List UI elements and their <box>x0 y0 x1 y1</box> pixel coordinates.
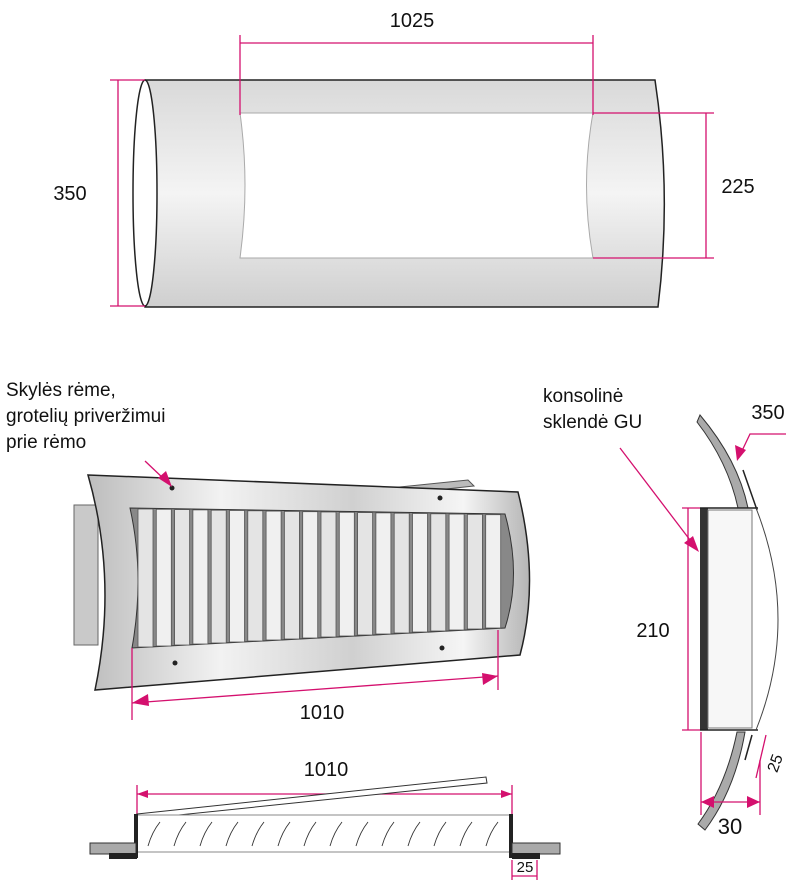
louver-blade <box>137 508 154 648</box>
louver-blade <box>320 511 337 638</box>
slat <box>433 821 447 847</box>
louver-blade <box>283 510 300 640</box>
louver-blade <box>155 508 172 647</box>
dim-line-1010 <box>131 675 499 704</box>
dim-label-section-flange: 25 <box>517 859 534 876</box>
louver-blade <box>229 510 245 643</box>
louver-blade <box>210 509 227 644</box>
damper-frame-wall <box>700 508 708 730</box>
louver-blade <box>192 509 209 645</box>
grille-view: Skylės rėme, grotelių priveržimui prie r… <box>6 380 531 724</box>
louver-blade <box>430 513 447 632</box>
duct-opening <box>239 112 594 259</box>
louver-blade <box>302 511 319 639</box>
dim-label-radius: 350 <box>751 402 784 424</box>
louver-blade <box>393 512 410 634</box>
louver-blade <box>466 514 483 630</box>
dim-label-grille-width: 1010 <box>300 702 345 724</box>
louver-blade <box>448 513 465 631</box>
damper-note: konsolinė sklendė GU <box>543 386 642 433</box>
mounting-hole <box>169 485 175 491</box>
louver-blade <box>412 513 428 633</box>
dim-label-opening: 225 <box>721 176 754 198</box>
slat <box>329 821 343 847</box>
left-flange <box>89 842 137 855</box>
louver-blade <box>485 514 502 629</box>
slat <box>459 821 473 847</box>
grille-back-box <box>73 504 99 646</box>
louver-blade <box>247 510 264 642</box>
louvers <box>137 508 502 648</box>
right-flange <box>511 842 561 855</box>
upper-flange <box>696 414 749 509</box>
duct-end <box>132 79 158 307</box>
slat <box>407 821 421 847</box>
damper-body <box>707 509 753 729</box>
dim-label-side-height: 210 <box>636 620 669 642</box>
mounting-hole <box>437 495 443 501</box>
slat <box>199 821 213 847</box>
mounting-hole <box>172 660 178 666</box>
slat <box>355 821 369 847</box>
louver-blade <box>357 512 374 636</box>
louver-blade <box>174 509 191 646</box>
dim-label-section-width: 1010 <box>304 759 349 781</box>
leader-line <box>619 447 691 541</box>
slat <box>277 821 291 847</box>
slat <box>303 821 317 847</box>
arrow-head <box>158 471 172 487</box>
dim-line-25 <box>755 734 767 779</box>
louver-blade <box>265 510 282 641</box>
section-slats <box>147 821 499 847</box>
slat <box>147 821 161 847</box>
duct-curve <box>755 507 779 731</box>
mounting-hole <box>439 645 445 651</box>
dim-label-flange: 25 <box>765 752 787 775</box>
section-view: 1010 25 <box>89 759 561 880</box>
duct-top-view: 1025 350 225 <box>53 10 755 308</box>
slat <box>251 821 265 847</box>
dim-label-depth: 30 <box>718 814 742 839</box>
section-body <box>136 814 513 853</box>
slat <box>485 821 499 847</box>
lower-flange <box>697 731 746 831</box>
damper-blade-open <box>136 776 488 820</box>
side-view: konsolinė sklendė GU 350 210 30 25 <box>543 386 787 839</box>
slat <box>225 821 239 847</box>
grille-note: Skylės rėme, grotelių priveržimui prie r… <box>6 380 171 453</box>
slat <box>381 821 395 847</box>
louver-blade <box>375 512 392 635</box>
louver-blade <box>338 511 355 637</box>
dim-label-width: 1025 <box>390 10 435 32</box>
dim-label-height: 350 <box>53 183 86 205</box>
slat <box>173 821 187 847</box>
